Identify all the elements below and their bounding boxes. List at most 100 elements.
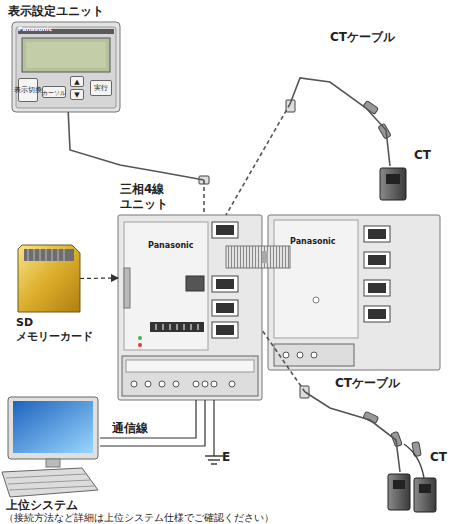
button: 表示切換 — [18, 78, 38, 102]
display-unit: 表示設定ユニットPanasonic表示切換カーソル▲▼実行 — [12, 22, 120, 112]
main-unit-body-part — [216, 303, 234, 313]
ct-sensor-part — [388, 474, 410, 510]
sd-card-part — [64, 249, 65, 261]
button-label: ▼ — [71, 90, 83, 99]
part-name: CT — [414, 148, 444, 162]
extension-unit-body-part — [368, 283, 386, 293]
host-system: 上位システム（接続方法など詳細は上位システム仕様でご確認ください） — [4, 395, 100, 495]
main-unit-body-part — [159, 381, 165, 387]
cable-clip-part — [378, 123, 391, 139]
main-unit-body-part — [131, 381, 137, 387]
computer-illustration-part — [2, 468, 98, 497]
ground-symbol-part — [205, 455, 223, 456]
button: カーソル — [42, 86, 66, 98]
extension-unit-body-part — [313, 297, 319, 303]
cable-plug — [199, 100, 309, 398]
extension-unit-body-part — [364, 280, 390, 296]
button-label: カーソル — [43, 87, 65, 97]
ground-symbol-part — [211, 463, 217, 464]
computer-illustration — [2, 397, 98, 497]
main-unit-body-part — [177, 324, 178, 330]
main-unit-body-part — [202, 381, 208, 387]
unit-heading: 表示設定ユニット — [8, 4, 138, 18]
cable-clip-part — [391, 431, 402, 447]
sd-card-part — [18, 245, 80, 312]
main-unit-body-part — [216, 325, 234, 335]
extension-unit-body-part — [368, 255, 386, 265]
edge-label: CTケーブル — [335, 376, 400, 390]
extension-unit-body — [268, 215, 440, 370]
button: ▼ — [70, 89, 84, 100]
cable-clip-part — [404, 444, 424, 478]
extension-unit-body-part — [283, 352, 289, 358]
cable-clip-part — [363, 101, 378, 115]
cable-clip-part — [363, 411, 379, 423]
ground-symbol-part — [208, 459, 220, 460]
sd-card-part — [58, 249, 59, 261]
wire-part — [213, 400, 214, 456]
main-unit-body-part — [198, 324, 199, 330]
sd-card-part — [46, 249, 47, 261]
main-unit-body — [118, 215, 262, 400]
extension-unit-body-part — [368, 229, 386, 239]
display-unit-body — [12, 22, 120, 112]
ribbon-cable-part — [226, 246, 290, 268]
main-unit-body-part — [173, 381, 179, 387]
sd-card-part — [34, 249, 35, 261]
sd-card-part — [52, 249, 53, 261]
edge-label: 通信線 — [112, 421, 148, 435]
extension-unit-body-part — [268, 215, 440, 370]
computer-illustration-part — [13, 401, 93, 453]
connector-line — [80, 277, 118, 279]
main-unit-body-part — [193, 381, 199, 387]
main-unit-body-part — [138, 343, 142, 347]
sd-card — [18, 245, 80, 312]
edge-label: CTケーブル — [330, 30, 395, 44]
main-unit-body-part — [216, 279, 234, 289]
main-unit-body-part — [212, 276, 238, 292]
extension-unit-body-part — [364, 226, 390, 242]
main-unit-body-part — [145, 381, 151, 387]
connector — [80, 278, 118, 280]
main-unit-body-part — [124, 268, 130, 308]
extension-unit-body-part — [364, 252, 390, 268]
ct-sensor-part — [414, 478, 436, 512]
connector-line — [290, 78, 390, 166]
sd-card-part — [28, 249, 29, 261]
main-unit-body-part — [184, 324, 185, 330]
button-label: 実行 — [91, 81, 111, 95]
extension-unit-body-part — [364, 306, 390, 322]
connector-line — [226, 104, 290, 215]
display-unit-body-part — [26, 42, 106, 68]
sd-card: SD メモリーカード — [18, 245, 80, 312]
main-unit-body-part — [212, 300, 238, 316]
extension-unit-body-part — [368, 309, 386, 319]
connector — [100, 400, 196, 438]
ribbon-cable — [226, 246, 290, 268]
main-unit-body-part — [138, 336, 142, 340]
connector-line — [262, 251, 268, 263]
brand-name: Panasonic — [290, 237, 360, 247]
extension-unit-body-part — [311, 352, 317, 358]
main-unit-body-part — [170, 324, 171, 330]
ct-sensor: CT — [378, 166, 408, 202]
connector — [262, 257, 268, 258]
cable-clip-part — [412, 442, 421, 457]
cable-plug-part — [199, 176, 209, 184]
connector-line — [305, 392, 400, 472]
wire — [100, 400, 214, 456]
connector-line — [100, 400, 196, 438]
note: （接続方法など詳細は上位システム仕様でご確認ください） — [4, 512, 450, 524]
connector — [262, 330, 400, 472]
connector-line — [203, 180, 205, 215]
ct-sensor — [380, 168, 436, 512]
connector — [226, 78, 390, 215]
main-unit-body-part — [216, 225, 234, 235]
ct-sensor-part — [393, 480, 405, 489]
main-unit-body-part — [118, 215, 262, 400]
cable-plug-part — [300, 386, 309, 398]
computer-illustration-part — [8, 397, 98, 459]
